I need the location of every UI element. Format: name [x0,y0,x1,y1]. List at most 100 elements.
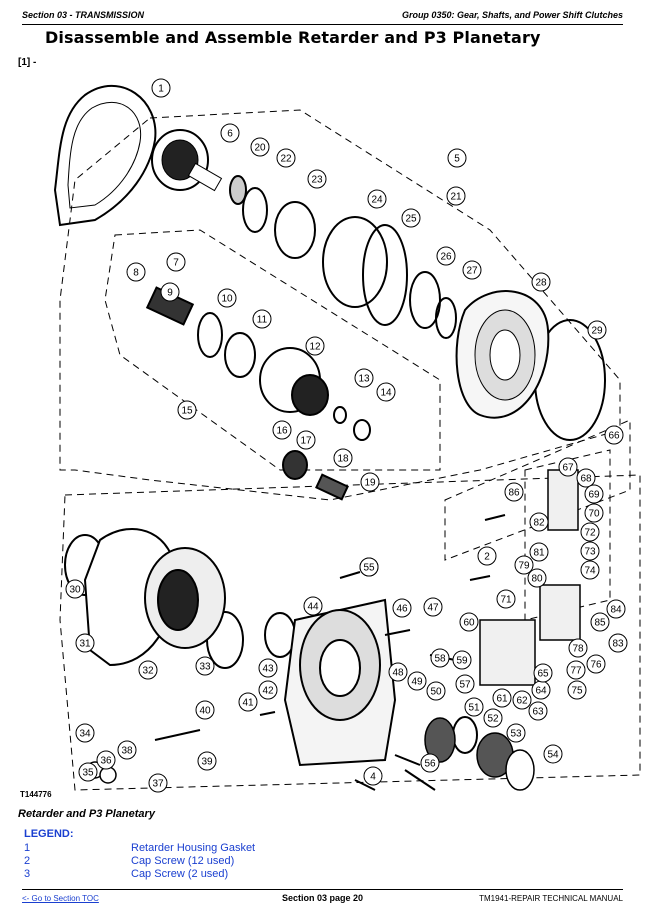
callout-circle [376,382,396,402]
callout-number: 22 [280,154,292,165]
callout-29: 29 [587,320,607,340]
callout-48: 48 [388,662,408,682]
callout-63: 63 [528,701,548,721]
callout-2: 2 [477,546,497,566]
callout-circle [272,420,292,440]
callout-number: 25 [405,214,417,225]
callout-number: 75 [571,686,583,697]
callout-18: 18 [333,448,353,468]
callout-number: 85 [594,618,606,629]
callout-circle [459,612,479,632]
callout-number: 23 [311,175,323,186]
callout-76: 76 [586,654,606,674]
callout-number: 2 [484,552,490,563]
callout-86: 86 [504,482,524,502]
callout-40: 40 [195,700,215,720]
callout-circle [407,671,427,691]
callout-circle [303,596,323,616]
callout-53: 53 [506,723,526,743]
page-header: Section 03 - TRANSMISSION Group 0350: Ge… [22,8,623,22]
callout-number: 20 [254,143,266,154]
callout-64: 64 [531,680,551,700]
callout-circle [258,658,278,678]
callout-number: 56 [424,759,436,770]
callout-circle [138,660,158,680]
callout-number: 46 [396,604,408,615]
callout-circle [584,484,604,504]
callout-circle [580,541,600,561]
callout-circle [608,633,628,653]
callout-61: 61 [492,688,512,708]
callout-circle [166,252,186,272]
callout-circle [477,546,497,566]
callout-37: 37 [148,773,168,793]
callout-57: 57 [455,674,475,694]
callout-number: 80 [531,574,543,585]
callout-circle [483,708,503,728]
callout-number: 67 [562,463,574,474]
callout-circle [423,597,443,617]
callout-79: 79 [514,555,534,575]
callout-circle [584,503,604,523]
callout-number: 38 [121,746,133,757]
group-label: Group 0350: Gear, Shafts, and Power Shif… [401,10,623,20]
callout-68: 68 [576,468,596,488]
callout-circle [360,472,380,492]
callout-circle [220,123,240,143]
callout-circle [580,560,600,580]
callout-circle [333,448,353,468]
callout-circle [533,663,553,683]
callout-39: 39 [197,751,217,771]
callout-number: 81 [533,548,545,559]
callout-circle [238,692,258,712]
callout-circle [531,272,551,292]
callout-number: 8 [133,268,139,279]
callout-circle [543,744,563,764]
callout-circle [296,430,316,450]
callout-77: 77 [566,660,586,680]
callout-number: 18 [337,454,349,465]
callout-circle [197,751,217,771]
callout-24: 24 [367,189,387,209]
callout-number: 61 [496,694,508,705]
callout-27: 27 [462,260,482,280]
callout-number: 58 [434,654,446,665]
footer-divider [22,889,623,890]
callout-number: 41 [242,698,254,709]
callout-circle [359,557,379,577]
callout-number: 21 [450,192,462,203]
legend-title: LEGEND: [24,828,74,840]
callout-11: 11 [252,309,272,329]
callout-number: 19 [364,478,376,489]
callout-52: 52 [483,708,503,728]
retarder-housing-gasket [53,84,157,227]
callout-50: 50 [426,681,446,701]
callout-number: 52 [487,714,499,725]
callout-14: 14 [376,382,396,402]
callout-number: 42 [262,686,274,697]
callout-circle [307,169,327,189]
callout-number: 40 [199,706,211,717]
callout-73: 73 [580,541,600,561]
legend-number: 2 [24,855,31,867]
retarder-rotor-assembly [83,528,226,667]
callout-circle [492,688,512,708]
callout-number: 74 [584,566,596,577]
callout-33: 33 [195,656,215,676]
callout-46: 46 [392,598,412,618]
callout-number: 13 [358,374,370,385]
callout-circle [252,309,272,329]
callout-circle [568,638,588,658]
callout-78: 78 [568,638,588,658]
callout-circle [363,766,383,786]
callout-44: 44 [303,596,323,616]
callout-circle [586,654,606,674]
callout-number: 1 [158,84,164,95]
section-toc-link[interactable]: <- Go to Section TOC [22,894,99,903]
callout-74: 74 [580,560,600,580]
callout-number: 71 [500,595,512,606]
callout-number: 17 [300,436,312,447]
callout-13: 13 [354,368,374,388]
callout-number: 37 [152,779,164,790]
